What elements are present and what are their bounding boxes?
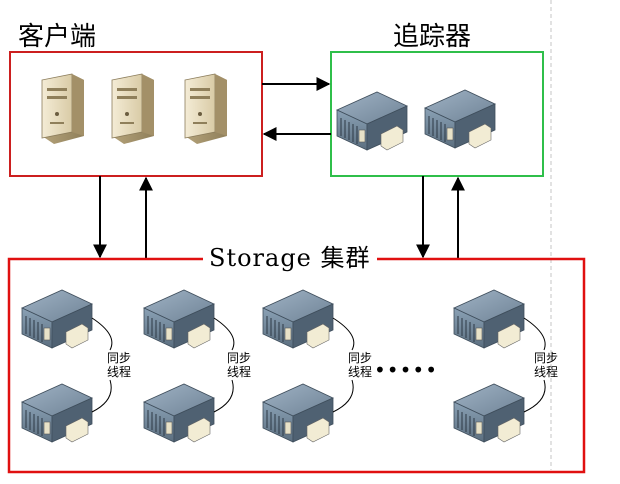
sync-label-line2: 线程 <box>534 365 559 379</box>
sync-connector <box>91 379 112 413</box>
tower-server-icon <box>184 73 228 145</box>
rack-server-icon <box>453 289 525 349</box>
sync-label-line2: 线程 <box>107 365 132 379</box>
sync-label-line1: 同步 <box>534 351 559 365</box>
sync-label-line1: 同步 <box>227 351 252 365</box>
sync-connector <box>213 317 235 351</box>
tower-server-icon <box>111 73 155 145</box>
sync-connector <box>523 317 546 351</box>
more-servers-ellipsis: ••••• <box>374 358 438 382</box>
rack-server-icon <box>262 289 334 349</box>
sync-label-line1: 同步 <box>348 351 373 365</box>
sync-thread-label: 同步 线程 <box>227 351 251 379</box>
rack-server-icon <box>453 383 525 443</box>
sync-label-line2: 线程 <box>348 365 373 379</box>
sync-connector <box>523 379 546 413</box>
sync-connector <box>332 317 355 351</box>
sync-thread-label: 同步 线程 <box>107 351 131 379</box>
storage-cluster-title: Storage 集群 <box>203 238 377 273</box>
sync-connector <box>213 379 234 413</box>
rack-server-icon <box>143 289 215 349</box>
client-title: 客户端 <box>18 22 97 52</box>
sync-thread-label: 同步 线程 <box>348 351 372 379</box>
sync-connector <box>332 379 354 413</box>
tracker-title: 追踪器 <box>393 22 472 52</box>
tower-server-icon <box>41 73 85 145</box>
sync-label-line2: 线程 <box>227 365 252 379</box>
rack-server-icon <box>143 383 215 443</box>
rack-server-icon <box>262 383 334 443</box>
sync-label-line1: 同步 <box>107 351 132 365</box>
sync-connector <box>91 317 113 351</box>
rack-server-icon <box>21 289 93 349</box>
rack-server-icon <box>21 383 93 443</box>
sync-thread-label: 同步 线程 <box>534 351 558 379</box>
